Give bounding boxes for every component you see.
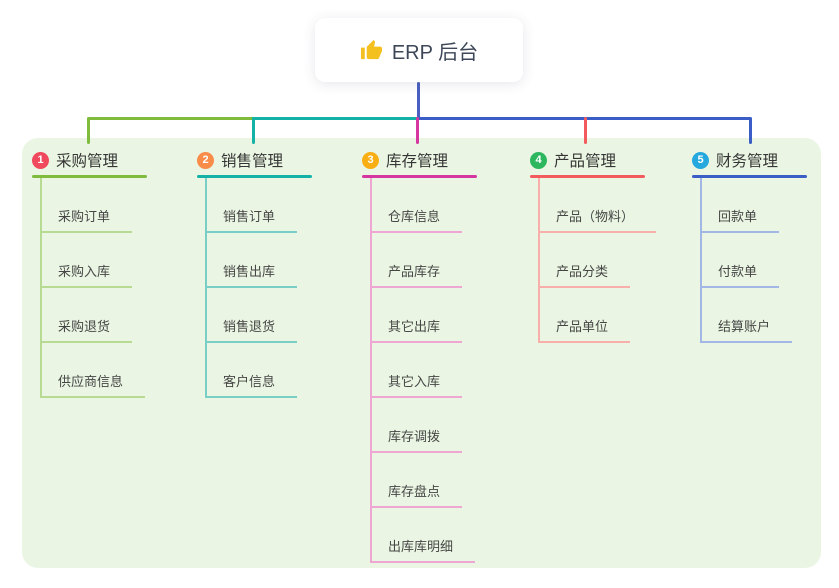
branch-topic[interactable]: 4 产品管理 <box>530 150 656 170</box>
branch-topic[interactable]: 3 库存管理 <box>362 150 477 170</box>
branch-product: 4 产品管理 产品（物料）产品分类产品单位 <box>530 150 657 343</box>
branch-topic[interactable]: 2 销售管理 <box>197 150 312 170</box>
child-topic[interactable]: 产品分类 <box>540 233 631 288</box>
branch-title: 库存管理 <box>386 153 449 170</box>
branch-sales: 2 销售管理 销售订单销售出库销售退货客户信息 <box>197 150 312 398</box>
branch-topic[interactable]: 5 财务管理 <box>692 150 807 170</box>
branch-underline <box>692 175 807 178</box>
root-node[interactable]: ERP 后台 <box>315 18 523 82</box>
branch-finance: 5 财务管理 回款单付款单结算账户 <box>692 150 807 343</box>
branch-title: 财务管理 <box>716 153 779 170</box>
child-topic[interactable]: 结算账户 <box>702 288 793 343</box>
branch-purchase: 1 采购管理 采购订单采购入库采购退货供应商信息 <box>32 150 147 398</box>
child-topic[interactable]: 销售订单 <box>207 178 298 233</box>
child-topic[interactable]: 采购入库 <box>42 233 133 288</box>
branch-number-badge: 4 <box>530 151 547 169</box>
branch-number-badge: 5 <box>692 151 709 169</box>
branch-number-badge: 1 <box>32 151 49 169</box>
drop-connector-sales <box>252 117 255 144</box>
root-connector <box>417 82 420 118</box>
branch-children: 仓库信息产品库存其它出库其它入库库存调拨库存盘点出库库明细 <box>370 178 477 563</box>
child-topic[interactable]: 付款单 <box>702 233 780 288</box>
bus-segment-purchase <box>88 117 254 120</box>
child-topic[interactable]: 其它入库 <box>372 343 463 398</box>
branch-number-badge: 3 <box>362 151 379 169</box>
branch-underline <box>362 175 477 178</box>
branch-number-badge: 2 <box>197 151 214 169</box>
drop-connector-product <box>584 117 587 144</box>
child-topic[interactable]: 客户信息 <box>207 343 298 398</box>
child-topic[interactable]: 供应商信息 <box>42 343 146 398</box>
branch-underline <box>530 175 645 178</box>
child-topic[interactable]: 回款单 <box>702 178 780 233</box>
branch-title: 采购管理 <box>56 153 119 170</box>
branch-title: 销售管理 <box>221 153 284 170</box>
child-topic[interactable]: 仓库信息 <box>372 178 463 233</box>
child-topic[interactable]: 库存盘点 <box>372 453 463 508</box>
branch-children: 回款单付款单结算账户 <box>700 178 807 343</box>
branch-children: 销售订单销售出库销售退货客户信息 <box>205 178 312 398</box>
child-topic[interactable]: 产品库存 <box>372 233 463 288</box>
child-topic[interactable]: 出库库明细 <box>372 508 476 563</box>
child-topic[interactable]: 采购退货 <box>42 288 133 343</box>
branch-underline <box>32 175 147 178</box>
child-topic[interactable]: 其它出库 <box>372 288 463 343</box>
branch-children: 产品（物料）产品分类产品单位 <box>538 178 657 343</box>
drop-connector-finance <box>749 117 752 144</box>
child-topic[interactable]: 产品单位 <box>540 288 631 343</box>
child-topic[interactable]: 库存调拨 <box>372 398 463 453</box>
root-title: ERP 后台 <box>391 41 479 64</box>
thumbs-up-icon <box>360 39 383 62</box>
branch-children: 采购订单采购入库采购退货供应商信息 <box>40 178 147 398</box>
drop-connector-inventory <box>416 117 419 144</box>
bus-segment-sales <box>252 117 419 120</box>
branch-underline <box>197 175 312 178</box>
branch-title: 产品管理 <box>554 153 617 170</box>
branch-inventory: 3 库存管理 仓库信息产品库存其它出库其它入库库存调拨库存盘点出库库明细 <box>362 150 477 563</box>
drop-connector-purchase <box>87 117 90 144</box>
child-topic[interactable]: 销售出库 <box>207 233 298 288</box>
child-topic[interactable]: 销售退货 <box>207 288 298 343</box>
child-topic[interactable]: 采购订单 <box>42 178 133 233</box>
child-topic[interactable]: 产品（物料） <box>540 178 657 233</box>
branch-topic[interactable]: 1 采购管理 <box>32 150 147 170</box>
background-panel <box>22 138 821 568</box>
